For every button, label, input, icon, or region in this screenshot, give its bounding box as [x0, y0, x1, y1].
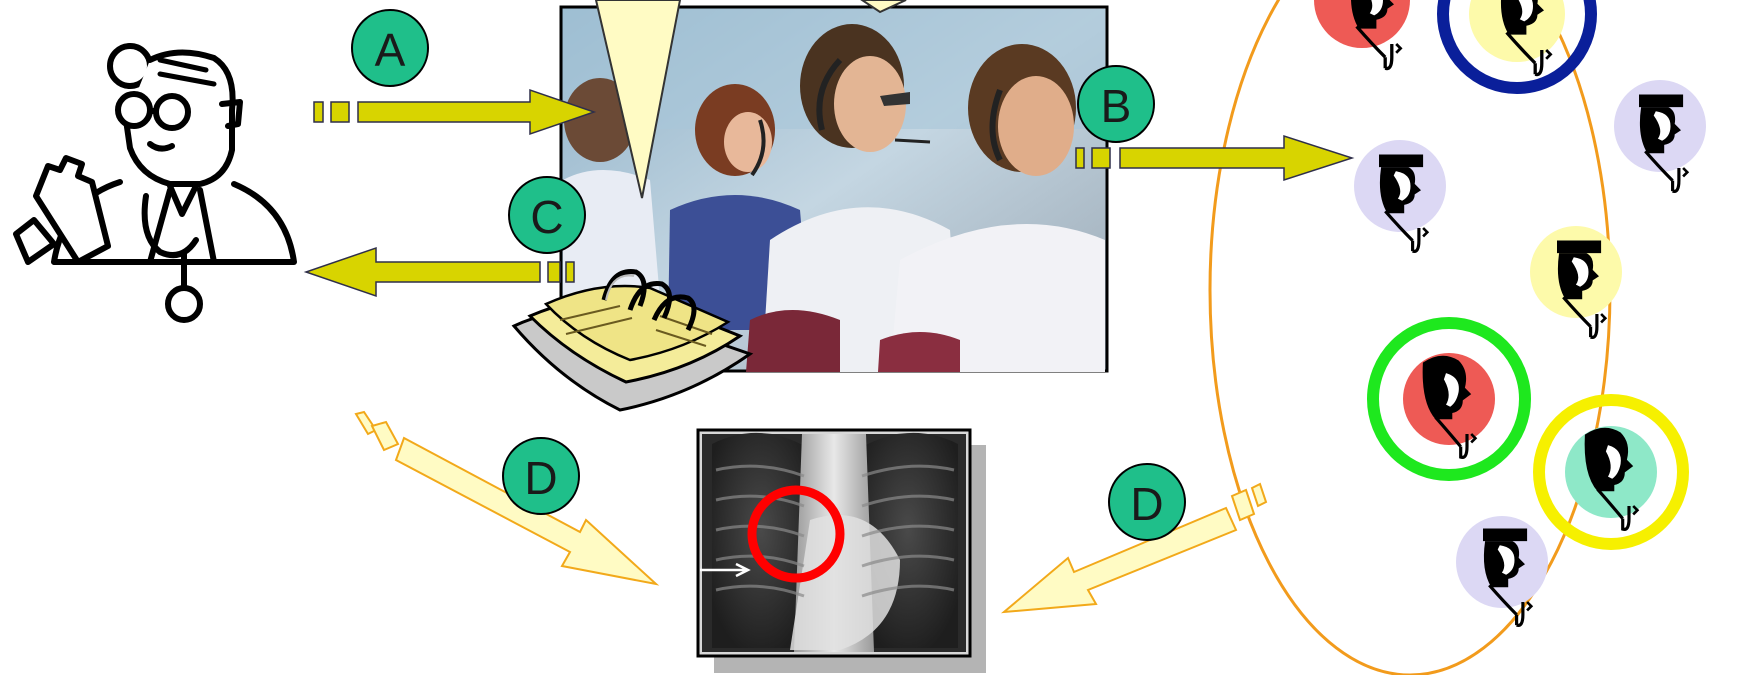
- arrow-d-left: [356, 412, 656, 584]
- physician-network: [1314, 0, 1706, 625]
- physician-icon: [1456, 516, 1548, 625]
- badge-a: A: [352, 10, 428, 86]
- badge-a-label: A: [375, 24, 406, 76]
- badge-d-right-label: D: [1130, 478, 1163, 530]
- badge-d-left-label: D: [524, 452, 557, 504]
- badge-b-label: B: [1101, 80, 1132, 132]
- physician-icon: [1314, 0, 1410, 69]
- badge-c: C: [509, 177, 585, 253]
- physician-icon: [1354, 140, 1446, 251]
- arrow-a: [314, 90, 594, 134]
- badge-b: B: [1078, 66, 1154, 142]
- physician-icon: [1614, 80, 1706, 191]
- nurse-icon: [1373, 323, 1525, 475]
- doctor-icon: [16, 46, 294, 320]
- badge-d-right: D: [1109, 464, 1185, 540]
- badge-c-label: C: [530, 191, 563, 243]
- arrow-c: [306, 248, 574, 296]
- nurse-icon: [1539, 400, 1683, 544]
- physician-icon: [1443, 0, 1591, 88]
- badge-d-left: D: [503, 438, 579, 514]
- chest-xray-image: [698, 430, 986, 673]
